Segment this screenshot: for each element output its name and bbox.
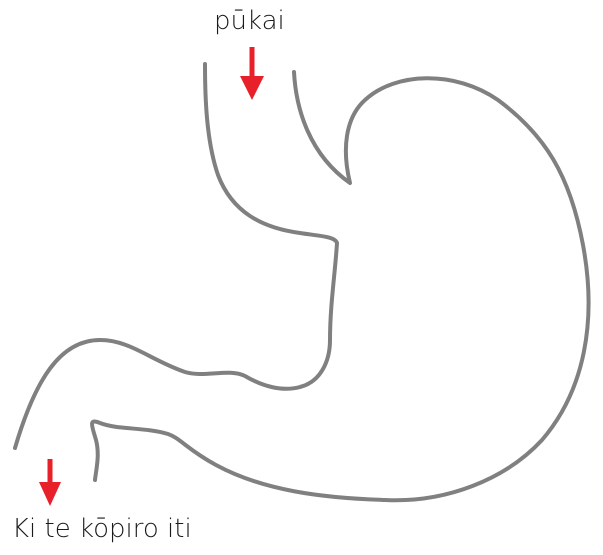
exit-arrow (39, 459, 61, 506)
entry-label: pūkai (214, 6, 285, 36)
stomach-outline-right (90, 70, 591, 503)
exit-label: Ki te kōpiro iti (12, 514, 192, 544)
stomach-outline-left (13, 62, 339, 450)
entry-arrow (240, 47, 264, 100)
